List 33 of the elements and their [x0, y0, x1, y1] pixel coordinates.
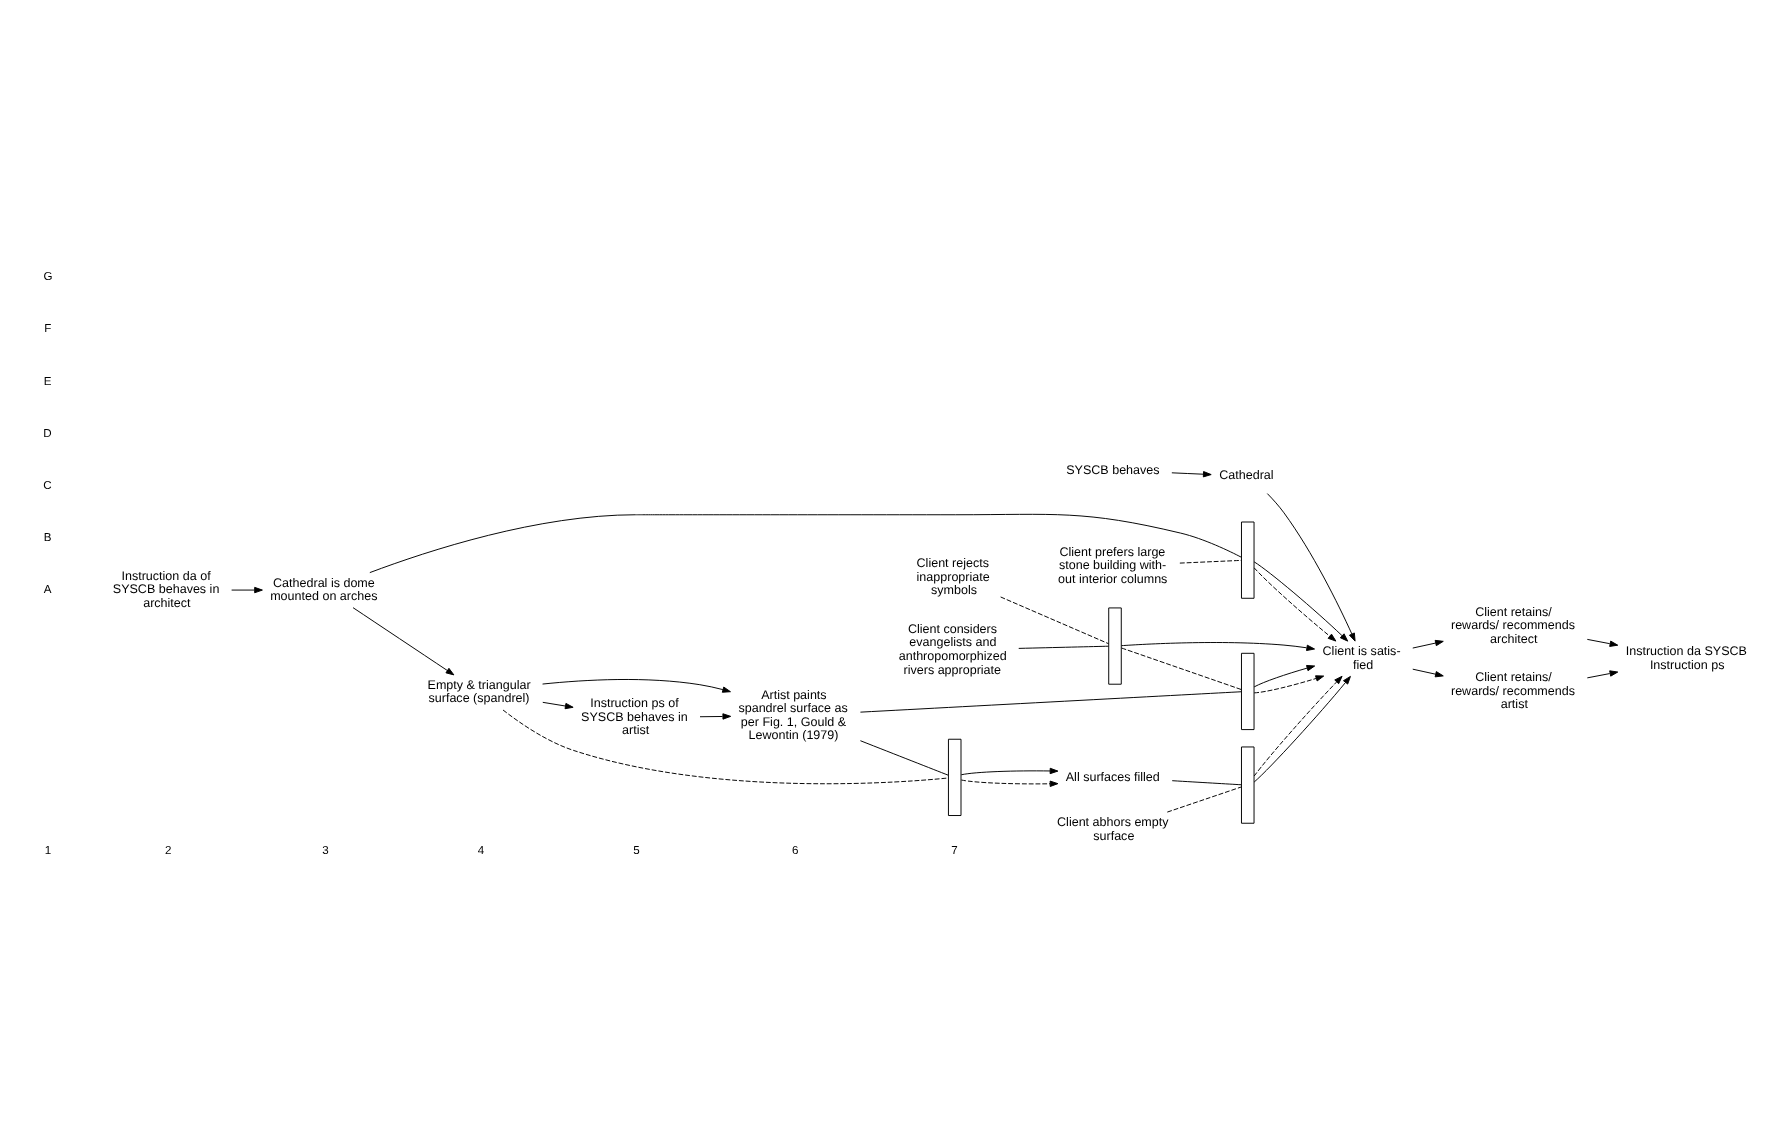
connector [1179, 559, 1242, 564]
arrow [542, 701, 574, 710]
node-bar [1241, 746, 1255, 824]
connector [1171, 780, 1242, 786]
arrow [352, 607, 455, 676]
node-bar [1108, 607, 1122, 685]
connector [369, 513, 1242, 574]
connector [859, 740, 949, 776]
arrow [699, 713, 732, 720]
node-bar [1241, 652, 1255, 731]
connector [1121, 647, 1242, 691]
arrow [1171, 471, 1212, 478]
arrow [1253, 665, 1316, 688]
arrow [1121, 642, 1316, 651]
arrow [231, 586, 263, 594]
arrow [542, 679, 731, 693]
connector [1166, 786, 1242, 813]
connector [502, 709, 949, 785]
arrow [960, 779, 1059, 787]
arrow [960, 767, 1059, 776]
node-bar [947, 738, 962, 816]
arrow [1586, 670, 1619, 679]
arrow [1253, 561, 1349, 642]
arrow [1412, 639, 1444, 649]
arrow [1253, 675, 1325, 694]
node-bar [1241, 521, 1255, 599]
connector [859, 691, 1242, 713]
connector [1000, 596, 1110, 645]
arrow [1266, 493, 1356, 642]
arrow [1586, 638, 1619, 647]
arrow [1412, 668, 1444, 678]
connector [1018, 645, 1110, 649]
arrow [1253, 567, 1337, 642]
